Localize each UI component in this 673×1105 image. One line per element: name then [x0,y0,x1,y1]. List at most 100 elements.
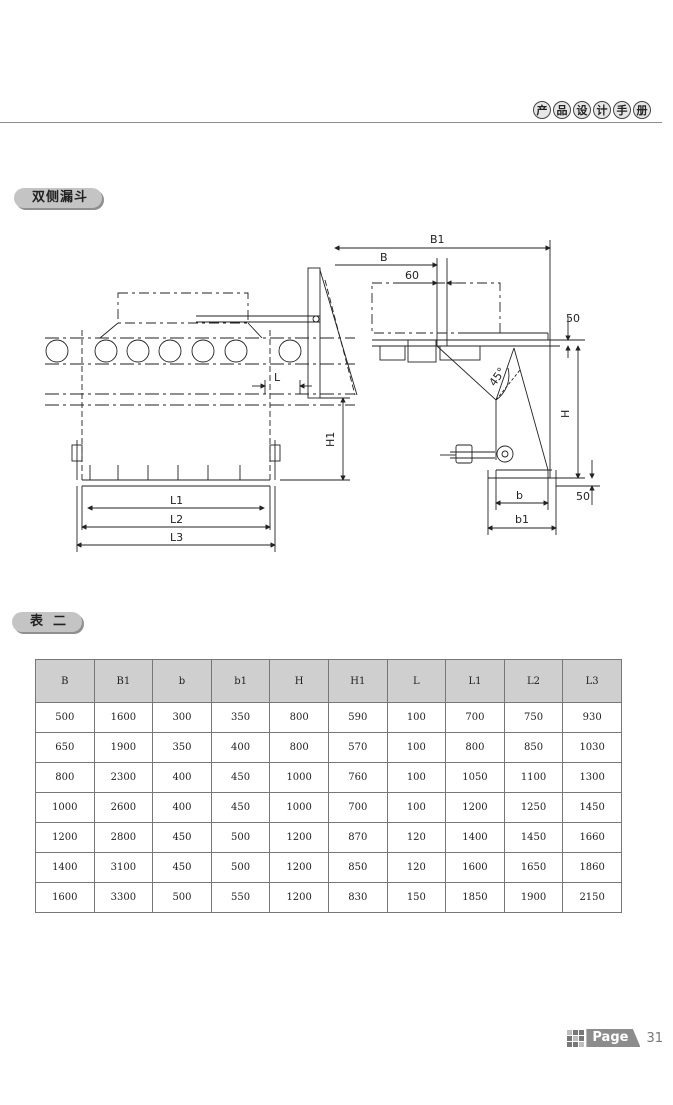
table-cell: 300 [152,702,212,733]
table-cell: 1300 [562,762,622,793]
page-footer: Page 31 [567,1029,663,1047]
table-cell: 120 [386,852,447,883]
dim-label-b1: b1 [515,513,529,526]
column-header: L1 [445,659,505,703]
table-cell: 1660 [562,822,622,853]
table-cell: 500 [152,882,212,913]
table-cell: 1050 [445,762,505,793]
dim-label-B1: B1 [430,233,445,246]
table-cell: 700 [327,792,388,823]
table-cell: 1200 [269,852,329,883]
table-cell: 800 [445,732,505,763]
dim-label-L1: L1 [170,494,183,507]
table-cell: 1600 [93,702,154,733]
table-cell: 570 [327,732,388,763]
table-cell: 2600 [93,792,154,823]
table-cell: 100 [386,762,447,793]
table-cell: 400 [152,762,212,793]
dim-label-H1: H1 [324,432,337,447]
manual-title-char: 设 [573,101,591,119]
table-cell: 1000 [269,762,329,793]
table-cell: 2300 [93,762,154,793]
column-header: L [386,659,447,703]
table-cell: 120 [386,822,447,853]
table-cell: 1850 [445,882,505,913]
table-cell: 1860 [562,852,622,883]
table-cell: 760 [327,762,388,793]
dim-label-B: B [380,251,388,264]
table-cell: 2150 [562,882,622,913]
dim-label-b: b [516,489,523,502]
table-cell: 1400 [35,852,95,883]
table-cell: 1030 [562,732,622,763]
table-header-row: B B1 b b1 H H1 L L1 L2 L3 [35,659,622,703]
table-cell: 590 [327,702,388,733]
table-cell: 350 [210,702,271,733]
table-cell: 1000 [269,792,329,823]
table-cell: 800 [269,732,329,763]
section-title-table: 表二 [12,612,83,632]
table-cell: 1200 [269,822,329,853]
table-cell: 870 [327,822,388,853]
table-cell: 800 [269,702,329,733]
table-cell: 1450 [562,792,622,823]
table-cell: 500 [35,702,95,733]
table-cell: 400 [210,732,271,763]
table-cell: 1600 [445,852,505,883]
table-cell: 1200 [35,822,95,853]
table-cell: 1450 [503,822,564,853]
column-header: b1 [210,659,271,703]
table-cell: 850 [503,732,564,763]
table-cell: 1000 [35,792,95,823]
table-cell: 450 [210,792,271,823]
table-cell: 450 [210,762,271,793]
table-cell: 2800 [93,822,154,853]
column-header: L2 [503,659,564,703]
manual-title-char: 手 [613,101,631,119]
table-cell: 3100 [93,852,154,883]
table-cell: 1600 [35,882,95,913]
dim-label-angle: 45° [486,365,508,388]
decorative-squares-icon [567,1029,585,1047]
page-number: 31 [646,1030,663,1046]
dim-label-50-top: 50 [566,312,580,325]
table-cell: 1650 [503,852,564,883]
dim-label-L: L [274,371,281,384]
column-header: b [152,659,212,703]
table-cell: 150 [386,882,447,913]
header-rule [0,122,662,123]
table-cell: 350 [152,732,212,763]
section-title-hopper: 双侧漏斗 [14,188,103,208]
manual-title-char: 产 [533,101,551,119]
dim-label-H: H [559,410,572,418]
table-cell: 750 [503,702,564,733]
table-cell: 1900 [93,732,154,763]
manual-title: 产 品 设 计 手 册 [533,101,651,119]
table-cell: 450 [152,852,212,883]
table-cell: 100 [386,792,447,823]
table-cell: 700 [445,702,505,733]
table-cell: 500 [210,822,271,853]
hopper-drawing: B1 B 60 50 45° H b b1 50 H1 L L1 L2 L3 [45,233,600,552]
table-cell: 1200 [445,792,505,823]
dim-label-L3: L3 [170,531,183,544]
table-cell: 650 [35,732,95,763]
table-cell: 100 [386,702,447,733]
table-cell: 550 [210,882,271,913]
column-header: H1 [327,659,388,703]
table-cell: 800 [35,762,95,793]
table-cell: 1900 [503,882,564,913]
table-cell: 1200 [269,882,329,913]
table-cell: 850 [327,852,388,883]
table-cell: 1400 [445,822,505,853]
dim-label-L2: L2 [170,513,183,526]
table-cell: 400 [152,792,212,823]
